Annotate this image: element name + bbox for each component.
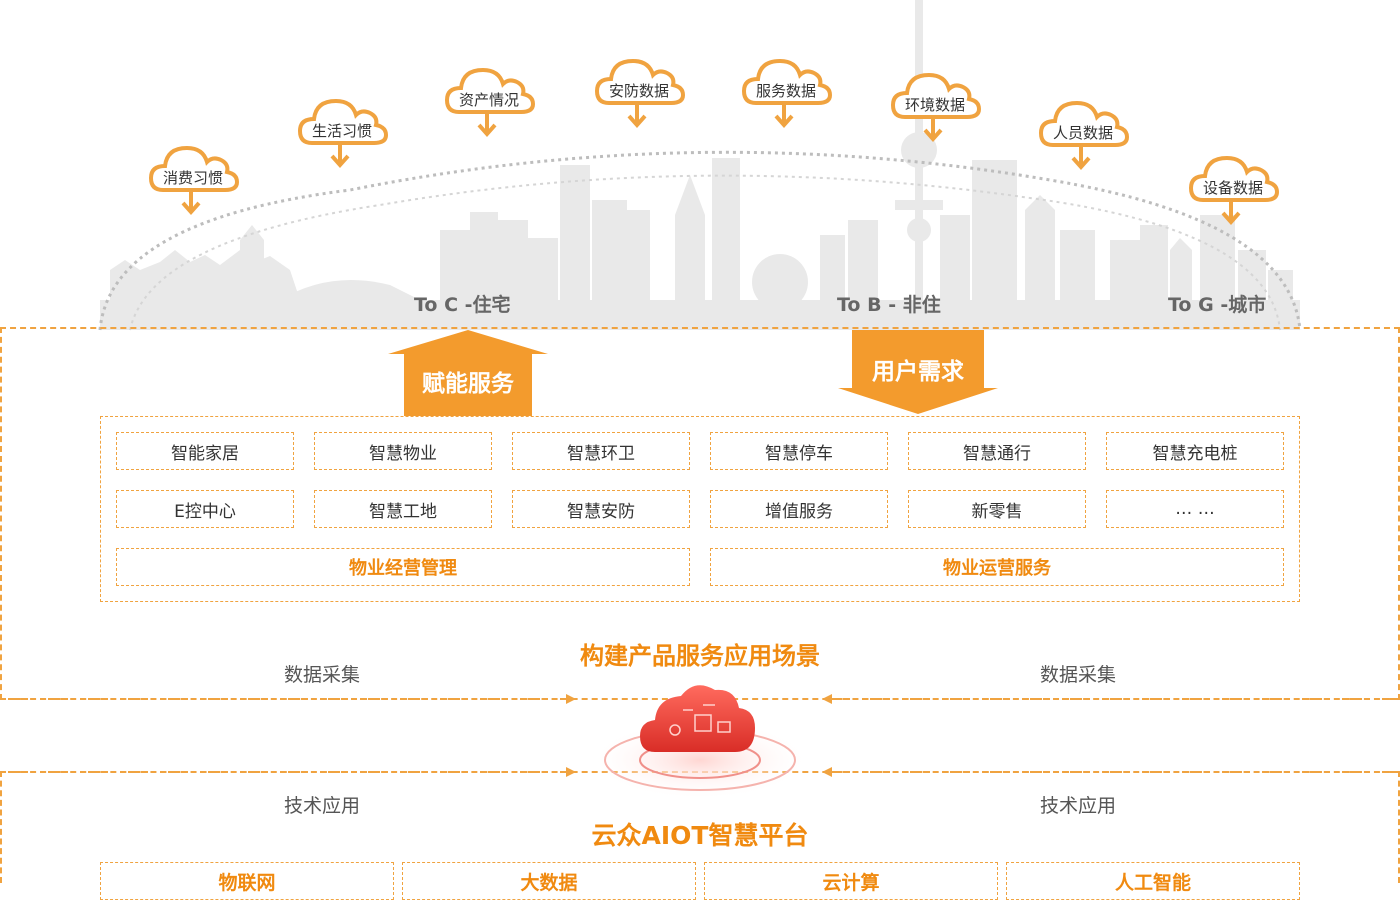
data-cloud-service: 服务数据 [736, 51, 836, 141]
tech-big-data: 大数据 [402, 862, 696, 900]
scenario-tile: 智慧停车 [710, 432, 888, 470]
city-label-to-c: To C -住宅 [414, 294, 511, 316]
flow-arrows [0, 694, 1400, 777]
cloud-icon [444, 67, 536, 138]
cloud-label: 安防数据 [608, 82, 669, 100]
property-management-tile: 物业经营管理 [116, 548, 690, 586]
cloud-icon [594, 58, 686, 129]
data-collect-right: 数据采集 [1040, 664, 1117, 686]
tech-cloud-computing: 云计算 [704, 862, 998, 900]
data-cloud-personnel: 人员数据 [1033, 93, 1133, 183]
data-collect-left: 数据采集 [284, 664, 361, 686]
tech-apply-right: 技术应用 [1040, 795, 1117, 817]
tech-ai: 人工智能 [1006, 862, 1300, 900]
cloud-icon [741, 58, 833, 129]
data-cloud-life: 生活习惯 [292, 91, 392, 181]
scenario-tile: 智能家居 [116, 432, 294, 470]
empower-arrow-label: 赋能服务 [422, 371, 514, 397]
cloud-icon [148, 145, 240, 216]
city-label-to-b: To B - 非住 [837, 294, 941, 316]
scenario-tile: 智慧充电桩 [1106, 432, 1284, 470]
platform-title: 云众AIOT智慧平台 [591, 821, 809, 850]
property-operation-tile: 物业运营服务 [710, 548, 1284, 586]
data-cloud-environment: 环境数据 [885, 65, 985, 155]
cloud-label: 设备数据 [1202, 179, 1263, 197]
scenario-tile: … … [1106, 490, 1284, 528]
cloud-icon [297, 98, 389, 169]
scenario-grid-frame [100, 416, 1300, 602]
aiot-cloud-icon [590, 685, 810, 800]
scenario-tile: 智慧通行 [908, 432, 1086, 470]
scenario-tile: 智慧物业 [314, 432, 492, 470]
scenario-tile: 新零售 [908, 490, 1086, 528]
cloud-label: 资产情况 [458, 91, 519, 109]
scenario-tile: 增值服务 [710, 490, 888, 528]
city-skyline [98, 0, 1302, 331]
tech-apply-left: 技术应用 [284, 795, 361, 817]
city-label-to-g: To G -城市 [1168, 294, 1267, 316]
data-cloud-device: 设备数据 [1183, 148, 1283, 238]
data-cloud-consumption: 消费习惯 [143, 138, 243, 228]
cloud-label: 消费习惯 [162, 169, 223, 187]
cloud-label: 服务数据 [755, 82, 816, 100]
demand-arrow [838, 330, 998, 414]
scenario-tile: 智慧工地 [314, 490, 492, 528]
empower-arrow [388, 330, 548, 416]
demand-arrow-label: 用户需求 [872, 359, 964, 385]
scene-title: 构建产品服务应用场景 [580, 642, 820, 670]
scenario-tile: 智慧环卫 [512, 432, 690, 470]
tech-iot: 物联网 [100, 862, 394, 900]
data-cloud-security: 安防数据 [589, 51, 689, 141]
cloud-icon [1188, 155, 1280, 226]
cloud-icon [1038, 100, 1130, 171]
cloud-label: 环境数据 [904, 96, 965, 114]
cloud-label: 人员数据 [1052, 124, 1113, 142]
data-cloud-assets: 资产情况 [439, 60, 539, 150]
scenario-tile: 智慧安防 [512, 490, 690, 528]
scenario-tile: E控中心 [116, 490, 294, 528]
cloud-icon [890, 72, 982, 143]
cloud-label: 生活习惯 [311, 122, 372, 140]
